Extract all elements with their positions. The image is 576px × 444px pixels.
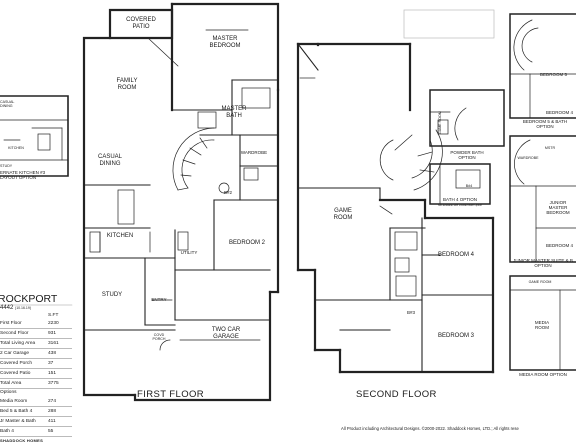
alt-kitchen: KITCHEN (8, 146, 24, 150)
room-master-bath: MASTER BATH (221, 106, 247, 119)
area-row-value: 274 (48, 399, 57, 404)
plan-name: ROCKPORT (0, 293, 58, 305)
floor-plan-drawing (0, 2, 576, 402)
opt-bedroom-5-caption: BEDROOM 5 & BATH OPTION (522, 119, 568, 129)
area-row-value: 2230 (48, 321, 59, 326)
area-row: Second Floor 931 (0, 329, 72, 339)
sqft-header: S.FT (48, 313, 59, 318)
area-row-label: Jr Master & Bath (0, 419, 36, 424)
brand-logo-text: SHADDOCK HOMES (0, 438, 44, 443)
opt-powder-game-room: GAME ROOM (438, 111, 442, 135)
room-family-room: FAMILY ROOM (116, 78, 138, 91)
area-row: Covered Porch 37 (0, 359, 72, 369)
opt-bath-4-caption: BATH 4 OPTION (443, 197, 477, 202)
options-header: Options (0, 390, 17, 395)
area-row-label: Second Floor (0, 331, 29, 336)
area-row-label: Total Area (0, 381, 22, 386)
area-row-value: 3161 (48, 341, 59, 346)
opt-bedroom-5: BEDROOM 5 (540, 72, 568, 77)
room-master-bedroom: MASTER BEDROOM (209, 36, 241, 49)
area-row-value: 288 (48, 409, 57, 414)
room-two-car-garage: TWO CAR GARAGE (211, 327, 241, 340)
first-floor-partitions (83, 79, 279, 331)
room-bath-3: B#3 (406, 310, 415, 315)
area-row-label: Total Living Area (0, 341, 36, 346)
area-row: Jr Master & Bath 411 (0, 417, 72, 427)
plan-info: ROCKPORT 4442 (10.16.19) S.FT First Floo… (0, 294, 72, 444)
area-row-value: 3775 (48, 381, 59, 386)
area-row: Total Area 3775 (0, 379, 72, 389)
room-kitchen: KITCHEN (106, 233, 134, 239)
right-options-drawings (429, 13, 576, 371)
area-row: Media Room 274 (0, 397, 72, 407)
area-row: Bed 5 & Bath 4 288 (0, 407, 72, 417)
opt-bath-4-label: B#4 (465, 184, 473, 188)
room-covd-porch: COVD PORCH (152, 333, 166, 341)
opt-bath-4-note: Not available with Powder Bath Option (437, 204, 483, 207)
area-row-label: 2 Car Garage (0, 351, 30, 356)
area-row-label: First Floor (0, 321, 22, 326)
second-floor-title: SECOND FLOOR (356, 389, 437, 400)
area-row-value: 37 (48, 361, 54, 366)
alt-study: STUDY (0, 164, 13, 168)
room-casual-dining: CASUAL DINING (97, 154, 122, 167)
plan-date: (10.16.19) (15, 306, 31, 310)
copyright-footer: All Product including Architectural Desi… (341, 426, 519, 431)
room-entry: ENTRY (151, 297, 167, 302)
area-row-value: 438 (48, 351, 57, 356)
room-covered-patio: COVERED PATIO (126, 17, 156, 30)
opt-media-room: MEDIA ROOM (534, 320, 550, 330)
opt-jr-master-bedroom: JUNIOR MASTER BEDROOM (546, 200, 570, 215)
area-row-label: Media Room (0, 399, 28, 404)
first-floor-fixtures (89, 29, 271, 351)
area-row-label: Bed 5 & Bath 4 (0, 409, 33, 414)
opt-powder-bath-caption: POWDER BATH OPTION (450, 150, 484, 160)
opt-media-room-caption: MEDIA ROOM OPTION (519, 372, 567, 377)
area-row: 2 Car Garage 438 (0, 349, 72, 359)
first-floor-title: FIRST FLOOR (137, 389, 205, 400)
area-row-value: 411 (48, 419, 56, 424)
room-wardrobe: WARDROBE (240, 150, 268, 155)
second-floor-partitions (297, 43, 494, 373)
room-bedroom-3: BEDROOM 3 (437, 333, 474, 339)
opt-bedroom-4-b: BEDROOM 4 (546, 243, 574, 248)
sqft-header-row: S.FT (0, 312, 72, 319)
alt-casual-dining: CASUAL DINING (0, 100, 15, 108)
room-game-room: GAME ROOM (333, 208, 353, 221)
area-row: Total Living Area 3161 (0, 339, 72, 349)
room-study: STUDY (101, 292, 123, 298)
opt-jr-master-caption: JUNIOR MASTER SUITE & B OPTION (513, 258, 573, 268)
area-row-label: Covered Patio (0, 371, 31, 376)
plan-number: 4442 (0, 305, 14, 311)
area-row: Covered Patio 151 (0, 369, 72, 379)
plan-number-line: 4442 (10.16.19) (0, 305, 72, 312)
opt-bedroom-4-a: BEDROOM 4 (546, 110, 574, 115)
room-bath-2: B#2 (223, 190, 232, 195)
first-floor-walls (82, 2, 280, 402)
room-bedroom-2: BEDROOM 2 (228, 240, 265, 246)
area-row: First Floor 2230 (0, 319, 72, 329)
area-row-label: Covered Porch (0, 361, 32, 366)
opt-jr-wardrobe: WARDROBE (517, 156, 539, 160)
room-bedroom-4: BEDROOM 4 (437, 252, 474, 258)
area-row-value: 931 (48, 331, 57, 336)
alternate-kitchen-option (0, 95, 69, 177)
second-floor-fixtures (299, 9, 495, 297)
area-row-value: 151 (48, 371, 57, 376)
opt-media-game-room: GAME ROOM (528, 280, 552, 284)
opt-jr-mstr: MSTR (544, 146, 556, 150)
room-utility: UTILITY (180, 250, 198, 255)
alt-kitchen-caption: ERNATE KITCHEN #3 LAYOUT OPTION (0, 170, 46, 180)
